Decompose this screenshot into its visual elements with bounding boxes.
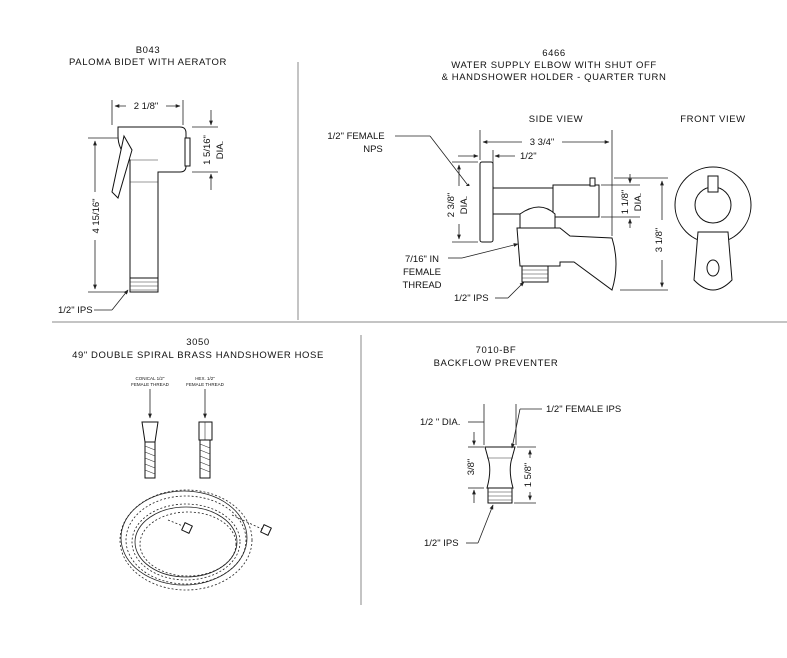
b043-thread-label: 1/2" IPS [58,305,93,316]
backflow-preventer-drawing [484,446,516,504]
7010-name: BACKFLOW PREVENTER [434,358,559,369]
b043-diameter-label: DIA. [215,141,226,159]
panel-3050: 3050 49" DOUBLE SPIRAL BRASS HANDSHOWER … [72,337,324,591]
elbow-front-view-drawing [674,166,752,291]
7010-ips-label: 1/2" IPS [424,538,459,549]
bidet-sprayer-drawing [111,126,191,293]
6466-name-line1: WATER SUPPLY ELBOW WITH SHUT OFF [451,60,657,71]
7010-top-dim: 3/8" [466,459,477,476]
6466-length-dim: 3 3/4" [530,137,555,148]
6466-female-nps-line2: NPS [363,144,383,155]
6466-front-view-label: FRONT VIEW [680,114,745,125]
b043-code: B043 [136,45,161,56]
3050-conical-line2: FEMALE THREAD [131,382,169,387]
6466-ips-label: 1/2" IPS [454,293,489,304]
6466-thread-line3: THREAD [402,280,441,291]
6466-half-dim: 1/2" [520,151,537,162]
6466-name-line2: & HANDSHOWER HOLDER - QUARTER TURN [442,72,667,83]
6466-flange-dia-dim: 2 3/8" [446,193,457,218]
6466-flange-dia-label: DIA. [459,196,470,214]
7010-female-ips-label: 1/2" FEMALE IPS [546,404,621,415]
panel-6466: 6466 WATER SUPPLY ELBOW WITH SHUT OFF & … [327,48,752,304]
6466-female-nps-line1: 1/2" FEMALE [327,131,384,142]
3050-code: 3050 [186,337,210,348]
3050-hex-line2: FEMALE THREAD [186,382,224,387]
hose-coil-drawing [119,489,272,591]
3050-name: 49" DOUBLE SPIRAL BRASS HANDSHOWER HOSE [72,350,324,361]
elbow-side-view-drawing [479,161,617,291]
6466-holder-dia-label: DIA. [633,193,644,211]
3050-hex-line1: HEX. 1/2" [195,376,215,381]
b043-height-dim: 4 15/16" [91,198,102,233]
7010-height-dim: 1 5/8" [523,463,534,488]
panel-b043: B043 PALOMA BIDET WITH AERATOR 2 1/8" 4 … [58,45,227,316]
b043-width-dim: 2 1/8" [134,101,159,112]
6466-height-dim: 3 1/8" [654,228,665,253]
6466-holder-dia-dim: 1 1/8" [620,190,631,215]
6466-side-view-label: SIDE VIEW [529,114,584,125]
hose-ends-drawing [141,421,213,479]
panel-7010: 7010-BF BACKFLOW PREVENTER 1/2 " DIA. 1/… [420,345,621,549]
b043-diameter-dim: 1 5/16" [202,135,213,165]
6466-thread-line1: 7/16" IN [405,254,439,265]
b043-name: PALOMA BIDET WITH AERATOR [69,57,227,68]
6466-code: 6466 [542,48,566,59]
3050-conical-line1: CONICAL 1/2" [136,376,165,381]
7010-dia-label: 1/2 " DIA. [420,417,460,428]
6466-thread-line2: FEMALE [403,267,441,278]
7010-code: 7010-BF [476,345,517,356]
